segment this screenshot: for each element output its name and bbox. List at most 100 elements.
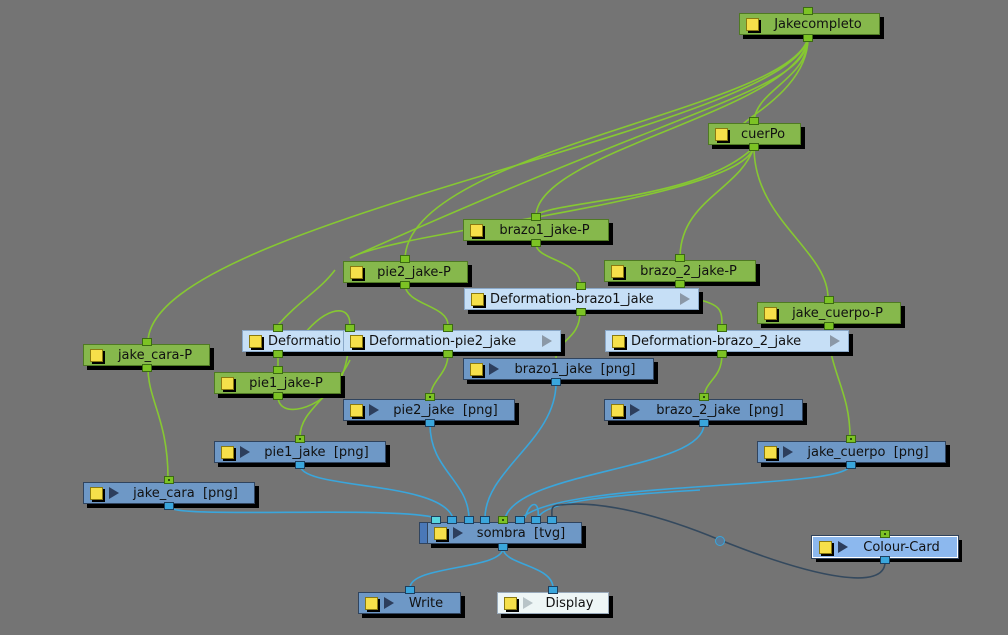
input-port[interactable] xyxy=(400,255,410,263)
node-deformation-pie1[interactable]: Deformatio xyxy=(242,330,352,352)
output-port[interactable] xyxy=(699,419,709,427)
input-port[interactable] xyxy=(548,586,558,594)
node-display[interactable]: Display xyxy=(497,592,609,614)
output-port[interactable] xyxy=(142,364,152,372)
node-jake-cuerpo-png[interactable]: jake_cuerpo [png] xyxy=(757,441,946,463)
input-port[interactable] xyxy=(464,516,474,524)
expand-triangle-icon[interactable] xyxy=(783,446,793,458)
node-cuerpo[interactable]: cuerPo xyxy=(708,123,801,145)
input-port[interactable] xyxy=(717,324,727,332)
output-port[interactable] xyxy=(846,461,856,469)
enable-swatch-icon[interactable] xyxy=(350,265,363,279)
output-port[interactable] xyxy=(749,143,759,151)
output-port[interactable] xyxy=(576,308,586,316)
expand-arrow-icon[interactable] xyxy=(680,293,690,305)
node-deformation-brazo-2-jake[interactable]: Deformation-brazo_2_jake xyxy=(605,330,849,352)
input-port[interactable] xyxy=(164,476,174,484)
expand-triangle-icon[interactable] xyxy=(369,404,379,416)
node-jakecompleto[interactable]: Jakecompleto xyxy=(739,13,880,35)
enable-swatch-icon[interactable] xyxy=(764,306,777,320)
input-port[interactable] xyxy=(295,435,305,443)
enable-swatch-icon[interactable] xyxy=(471,292,484,306)
input-port[interactable] xyxy=(405,586,415,594)
expand-triangle-icon[interactable] xyxy=(240,446,250,458)
expand-triangle-icon[interactable] xyxy=(109,487,119,499)
node-pie1-jake-png[interactable]: pie1_jake [png] xyxy=(214,441,386,463)
output-port[interactable] xyxy=(425,419,435,427)
output-port[interactable] xyxy=(824,322,834,330)
enable-swatch-icon[interactable] xyxy=(90,486,103,500)
enable-swatch-icon[interactable] xyxy=(221,445,234,459)
enable-swatch-icon[interactable] xyxy=(249,334,262,348)
input-port[interactable] xyxy=(480,516,490,524)
input-port[interactable] xyxy=(425,393,435,401)
expand-triangle-icon[interactable] xyxy=(838,541,848,553)
enable-swatch-icon[interactable] xyxy=(350,403,363,417)
input-port[interactable] xyxy=(515,516,525,524)
node-brazo-2-jake-p[interactable]: brazo_2_jake-P xyxy=(604,260,756,282)
input-port[interactable] xyxy=(531,213,541,221)
node-sombra-tvg[interactable]: sombra [tvg] xyxy=(427,522,582,544)
expand-triangle-icon[interactable] xyxy=(489,363,499,375)
output-port[interactable] xyxy=(295,461,305,469)
enable-swatch-icon[interactable] xyxy=(90,348,103,362)
node-write[interactable]: Write xyxy=(358,592,461,614)
enable-swatch-icon[interactable] xyxy=(819,540,832,554)
node-deformation-brazo1-jake[interactable]: Deformation-brazo1_jake xyxy=(464,288,699,310)
enable-swatch-icon[interactable] xyxy=(365,596,378,610)
input-port[interactable] xyxy=(547,516,557,524)
input-port[interactable] xyxy=(431,516,441,524)
output-port[interactable] xyxy=(273,392,283,400)
expand-triangle-icon[interactable] xyxy=(384,597,394,609)
input-port[interactable] xyxy=(824,296,834,304)
expand-arrow-icon[interactable] xyxy=(542,335,552,347)
node-colour-card[interactable]: Colour-Card xyxy=(811,535,959,559)
enable-swatch-icon[interactable] xyxy=(715,127,728,141)
input-port[interactable] xyxy=(749,117,759,125)
output-port[interactable] xyxy=(717,350,727,358)
expand-triangle-icon[interactable] xyxy=(453,527,463,539)
enable-swatch-icon[interactable] xyxy=(504,596,517,610)
expand-arrow-icon[interactable] xyxy=(830,335,840,347)
node-brazo-2-jake-png[interactable]: brazo_2_jake [png] xyxy=(604,399,803,421)
output-port[interactable] xyxy=(551,378,561,386)
enable-swatch-icon[interactable] xyxy=(764,445,777,459)
input-port[interactable] xyxy=(675,254,685,262)
node-pie2-jake-p[interactable]: pie2_jake-P xyxy=(343,261,468,283)
output-port[interactable] xyxy=(531,239,541,247)
enable-swatch-icon[interactable] xyxy=(470,362,483,376)
node-brazo1-jake-p[interactable]: brazo1_jake-P xyxy=(463,219,609,241)
input-port[interactable] xyxy=(498,516,508,524)
output-port[interactable] xyxy=(880,556,890,564)
output-port[interactable] xyxy=(273,350,283,358)
expand-triangle-icon[interactable] xyxy=(523,597,533,609)
output-port[interactable] xyxy=(400,281,410,289)
input-port[interactable] xyxy=(880,530,890,538)
input-port[interactable] xyxy=(443,324,453,332)
node-pie2-jake-png[interactable]: pie2_jake [png] xyxy=(343,399,515,421)
node-brazo1-jake-png[interactable]: brazo1_jake [png] xyxy=(463,358,654,380)
node-deformation-pie2-jake[interactable]: Deformation-pie2_jake xyxy=(343,330,561,352)
enable-swatch-icon[interactable] xyxy=(611,403,624,417)
input-port[interactable] xyxy=(846,435,856,443)
output-port[interactable] xyxy=(164,502,174,510)
enable-swatch-icon[interactable] xyxy=(470,223,483,237)
output-port[interactable] xyxy=(443,350,453,358)
node-pie1-jake-p[interactable]: pie1_jake-P xyxy=(214,372,341,394)
input-port[interactable] xyxy=(531,516,541,524)
enable-swatch-icon[interactable] xyxy=(350,334,363,348)
node-jake-cara-p[interactable]: jake_cara-P xyxy=(83,344,210,366)
input-port[interactable] xyxy=(803,7,813,15)
enable-swatch-icon[interactable] xyxy=(434,526,447,540)
enable-swatch-icon[interactable] xyxy=(746,17,759,31)
input-port[interactable] xyxy=(699,393,709,401)
output-port[interactable] xyxy=(803,34,813,42)
output-port[interactable] xyxy=(498,543,508,551)
input-port[interactable] xyxy=(576,282,586,290)
enable-swatch-icon[interactable] xyxy=(611,264,624,278)
enable-swatch-icon[interactable] xyxy=(221,376,234,390)
output-port[interactable] xyxy=(675,280,685,288)
input-port[interactable] xyxy=(447,516,457,524)
expand-triangle-icon[interactable] xyxy=(630,404,640,416)
enable-swatch-icon[interactable] xyxy=(612,334,625,348)
